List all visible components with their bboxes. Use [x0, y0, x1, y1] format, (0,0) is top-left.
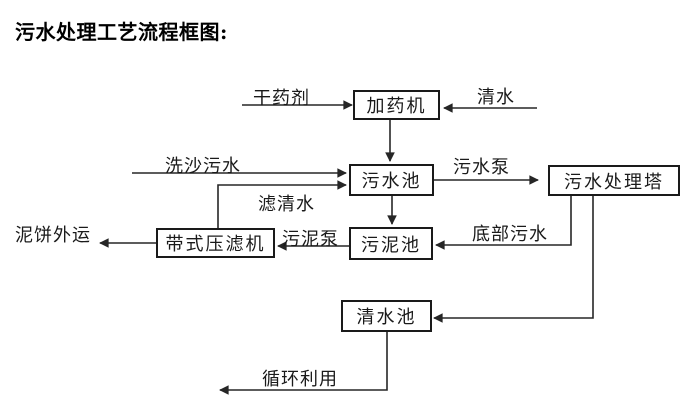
node-belt-filter-press: 带式压滤机 — [156, 228, 275, 258]
edge-label-mud-cake-out: 泥饼外运 — [15, 225, 91, 246]
arrow-recycle-out — [219, 332, 388, 395]
node-clean-water-pool: 清水池 — [341, 300, 432, 332]
edge-label-dry-agent: 干药剂 — [253, 88, 310, 109]
edge-label-sewage-pump: 污水泵 — [453, 157, 510, 178]
node-dosing-machine-label: 加药机 — [366, 96, 427, 117]
edge-label-sand-wash-sewage: 洗沙污水 — [165, 156, 241, 177]
arrow-treatment-tower-to-clean-water-pool — [433, 196, 594, 323]
node-sewage-pool-label: 污水池 — [361, 171, 422, 192]
node-dosing-machine: 加药机 — [353, 90, 440, 120]
arrow-filtered-water-to-sewage-pool — [217, 180, 347, 228]
node-treatment-tower-label: 污水处理塔 — [564, 171, 664, 193]
page-title: 污水处理工艺流程框图: — [15, 20, 228, 44]
node-sludge-pool: 污泥池 — [349, 227, 433, 260]
edge-label-sludge-pump: 污泥泵 — [282, 229, 339, 250]
edge-label-bottom-sewage: 底部污水 — [472, 224, 548, 245]
node-sewage-pool: 污水池 — [349, 164, 434, 196]
edge-label-filtered-water: 滤清水 — [258, 194, 315, 215]
node-belt-filter-press-label: 带式压滤机 — [165, 234, 266, 255]
node-sludge-pool-label: 污泥池 — [361, 234, 421, 256]
arrow-bottom-sewage-to-sludge-pool — [435, 196, 572, 250]
edge-label-recycle: 循环利用 — [262, 369, 338, 390]
node-treatment-tower: 污水处理塔 — [548, 165, 680, 196]
node-clean-water-pool-label: 清水池 — [356, 307, 417, 328]
edge-label-clean-water: 清水 — [477, 87, 515, 108]
